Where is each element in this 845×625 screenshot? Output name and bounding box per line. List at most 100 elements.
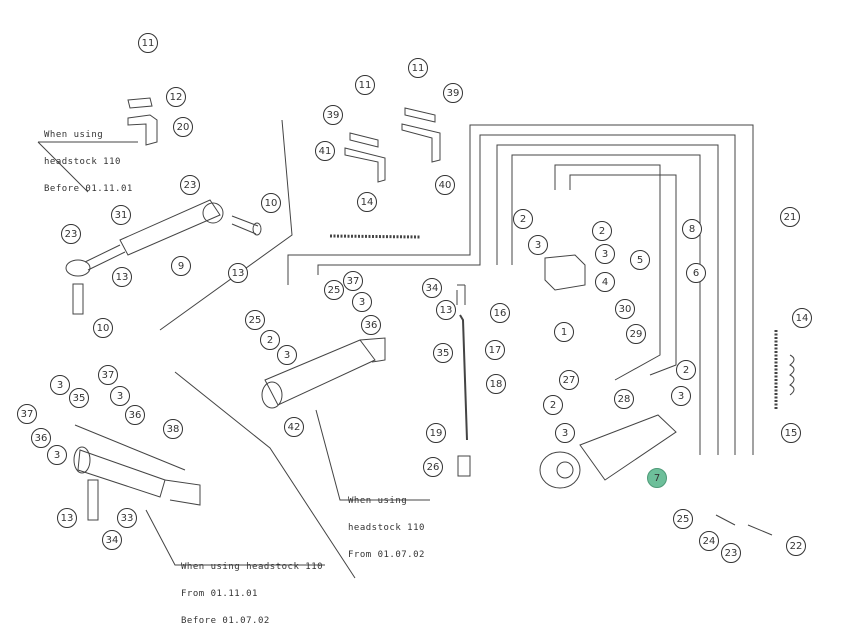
callout-18[interactable]: 18 bbox=[486, 374, 506, 394]
callout-40[interactable]: 40 bbox=[435, 175, 455, 195]
callout-2[interactable]: 2 bbox=[676, 360, 696, 380]
section-divider-upper bbox=[159, 119, 293, 331]
callout-3[interactable]: 3 bbox=[555, 423, 575, 443]
callout-38[interactable]: 38 bbox=[163, 419, 183, 439]
callout-14[interactable]: 14 bbox=[792, 308, 812, 328]
callout-39[interactable]: 39 bbox=[323, 105, 343, 125]
callout-10[interactable]: 10 bbox=[93, 318, 113, 338]
hose-frame-6 bbox=[569, 174, 677, 376]
note-before-011101: When using headstock 110 Before 01.11.01 bbox=[44, 113, 133, 212]
callout-9[interactable]: 9 bbox=[171, 256, 191, 276]
cylinder-42-end bbox=[261, 381, 283, 409]
callout-13[interactable]: 13 bbox=[228, 263, 248, 283]
callout-42[interactable]: 42 bbox=[284, 417, 304, 437]
cylinder-7-end bbox=[539, 451, 581, 489]
callout-16[interactable]: 16 bbox=[490, 303, 510, 323]
cylinder-42-body bbox=[264, 339, 376, 406]
callout-13[interactable]: 13 bbox=[436, 300, 456, 320]
hose-frame-2 bbox=[317, 134, 736, 455]
callout-3[interactable]: 3 bbox=[110, 386, 130, 406]
callout-15[interactable]: 15 bbox=[781, 423, 801, 443]
callout-13[interactable]: 13 bbox=[112, 267, 132, 287]
callout-39[interactable]: 39 bbox=[443, 83, 463, 103]
callout-33[interactable]: 33 bbox=[117, 508, 137, 528]
cylinder-42-clevis bbox=[359, 337, 386, 363]
callout-36[interactable]: 36 bbox=[361, 315, 381, 335]
callout-27[interactable]: 27 bbox=[559, 370, 579, 390]
section-divider-bottom bbox=[145, 509, 325, 566]
note-line: When using bbox=[44, 130, 104, 140]
pin-10-lower bbox=[72, 283, 84, 315]
callout-26[interactable]: 26 bbox=[423, 457, 443, 477]
note-line: Before 01.07.02 bbox=[181, 616, 270, 625]
pointer-note-010702 bbox=[315, 409, 430, 501]
callout-2[interactable]: 2 bbox=[513, 209, 533, 229]
callout-3[interactable]: 3 bbox=[47, 445, 67, 465]
cylinder-33-rod bbox=[74, 424, 186, 471]
cylinder-33-clevis bbox=[164, 479, 201, 506]
callout-3[interactable]: 3 bbox=[528, 235, 548, 255]
callout-3[interactable]: 3 bbox=[277, 345, 297, 365]
callout-3[interactable]: 3 bbox=[671, 386, 691, 406]
callout-20[interactable]: 20 bbox=[173, 117, 193, 137]
callout-17[interactable]: 17 bbox=[485, 340, 505, 360]
callout-25[interactable]: 25 bbox=[245, 310, 265, 330]
callout-36[interactable]: 36 bbox=[125, 405, 145, 425]
callout-2[interactable]: 2 bbox=[543, 395, 563, 415]
callout-21[interactable]: 21 bbox=[780, 207, 800, 227]
callout-8[interactable]: 8 bbox=[682, 219, 702, 239]
callout-22[interactable]: 22 bbox=[786, 536, 806, 556]
callout-36[interactable]: 36 bbox=[31, 428, 51, 448]
note-from-010702: When using headstock 110 From 01.07.02 bbox=[348, 479, 425, 578]
callout-11[interactable]: 11 bbox=[408, 58, 428, 78]
callout-3[interactable]: 3 bbox=[50, 375, 70, 395]
lever-18 bbox=[459, 314, 468, 441]
bracket-39b bbox=[404, 107, 436, 123]
spring-14-horizontal bbox=[329, 234, 421, 239]
callout-25[interactable]: 25 bbox=[324, 280, 344, 300]
section-divider-lower bbox=[174, 371, 356, 579]
bracket-40 bbox=[401, 123, 441, 163]
callout-37[interactable]: 37 bbox=[343, 271, 363, 291]
callout-23[interactable]: 23 bbox=[180, 175, 200, 195]
callout-7-highlighted[interactable]: 7 bbox=[645, 466, 669, 490]
callout-13[interactable]: 13 bbox=[57, 508, 77, 528]
callout-30[interactable]: 30 bbox=[615, 299, 635, 319]
callout-37[interactable]: 37 bbox=[98, 365, 118, 385]
callout-6[interactable]: 6 bbox=[686, 263, 706, 283]
cylinder-33-end bbox=[73, 446, 91, 474]
callout-4[interactable]: 4 bbox=[595, 272, 615, 292]
note-line: From 01.07.02 bbox=[348, 550, 425, 560]
bracket-12 bbox=[127, 97, 153, 109]
callout-5[interactable]: 5 bbox=[630, 250, 650, 270]
callout-3[interactable]: 3 bbox=[352, 292, 372, 312]
callout-14[interactable]: 14 bbox=[357, 192, 377, 212]
callout-28[interactable]: 28 bbox=[614, 389, 634, 409]
callout-2[interactable]: 2 bbox=[592, 221, 612, 241]
callout-19[interactable]: 19 bbox=[426, 423, 446, 443]
spring-15 bbox=[789, 354, 795, 396]
callout-31[interactable]: 31 bbox=[111, 205, 131, 225]
callout-24[interactable]: 24 bbox=[699, 531, 719, 551]
callout-12[interactable]: 12 bbox=[166, 87, 186, 107]
callout-25[interactable]: 25 bbox=[673, 509, 693, 529]
callout-41[interactable]: 41 bbox=[315, 141, 335, 161]
note-line: When using headstock 110 bbox=[181, 562, 324, 572]
callout-29[interactable]: 29 bbox=[626, 324, 646, 344]
callout-11[interactable]: 11 bbox=[138, 33, 158, 53]
callout-34[interactable]: 34 bbox=[422, 278, 442, 298]
callout-23[interactable]: 23 bbox=[61, 224, 81, 244]
callout-3[interactable]: 3 bbox=[595, 244, 615, 264]
bracket-20 bbox=[127, 114, 158, 146]
bracket-41 bbox=[344, 147, 386, 183]
callout-2[interactable]: 2 bbox=[260, 330, 280, 350]
callout-35[interactable]: 35 bbox=[433, 343, 453, 363]
callout-35[interactable]: 35 bbox=[69, 388, 89, 408]
cylinder-9-rod bbox=[84, 244, 126, 271]
callout-34[interactable]: 34 bbox=[102, 530, 122, 550]
callout-11[interactable]: 11 bbox=[355, 75, 375, 95]
callout-23[interactable]: 23 bbox=[721, 543, 741, 563]
callout-1[interactable]: 1 bbox=[554, 322, 574, 342]
callout-37[interactable]: 37 bbox=[17, 404, 37, 424]
callout-10[interactable]: 10 bbox=[261, 193, 281, 213]
